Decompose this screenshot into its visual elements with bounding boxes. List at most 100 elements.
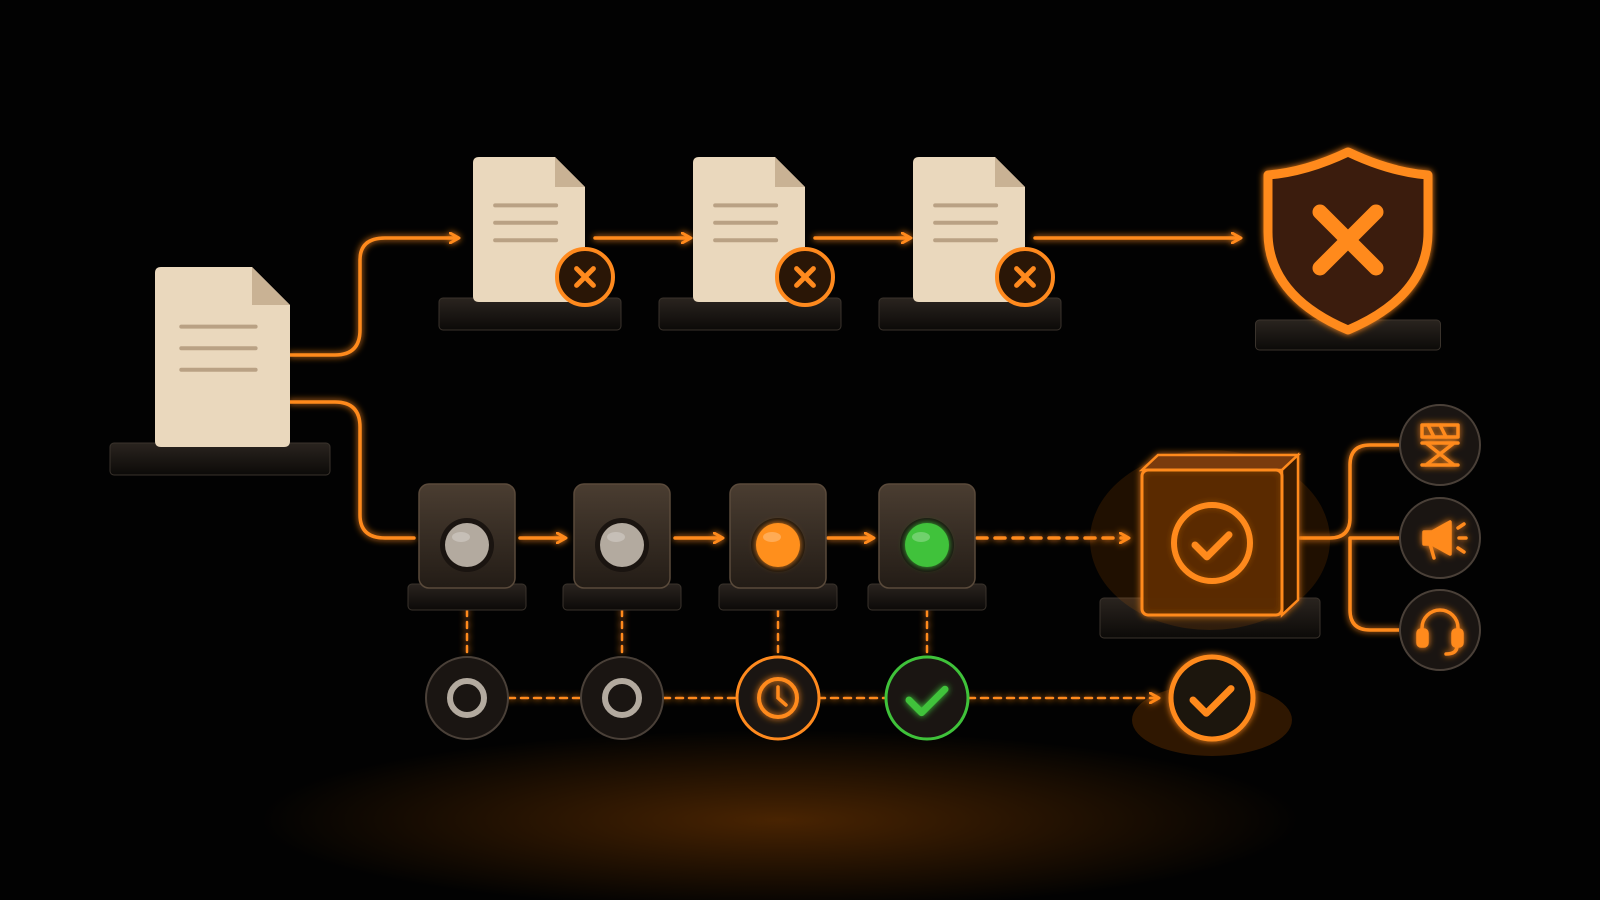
output-channel-3 — [1399, 589, 1481, 671]
x-badge — [775, 247, 835, 307]
clock-hands — [776, 685, 788, 707]
document-icon — [155, 267, 290, 447]
stage-block-2 — [562, 483, 682, 611]
document-body — [155, 267, 290, 447]
status-indicator-3 — [735, 655, 821, 741]
x-badge — [995, 247, 1055, 307]
document-line — [933, 203, 999, 208]
document-fold — [252, 267, 290, 305]
fanout-connector — [1298, 443, 1402, 632]
output-channel-1 — [1399, 404, 1481, 486]
stage-dot-highlight — [912, 532, 930, 542]
headset-mic — [1444, 644, 1459, 656]
status-indicator-4 — [884, 655, 970, 741]
check-icon — [1191, 531, 1233, 561]
rejected-document-3 — [878, 157, 1062, 331]
stage-block-4 — [867, 483, 987, 611]
document-line — [933, 220, 999, 225]
branch-connector-bottom — [288, 400, 416, 540]
director-chair-icon — [1420, 423, 1460, 467]
clock-face — [757, 677, 799, 719]
document-fold — [555, 157, 585, 187]
document-fold — [995, 157, 1025, 187]
document-line — [493, 203, 559, 208]
final-check-indicator — [1132, 654, 1292, 756]
headset-icon — [1416, 608, 1464, 656]
output-ring — [1399, 404, 1481, 486]
x-icon — [1312, 204, 1384, 276]
branch-connector-top — [288, 238, 458, 357]
connectors — [288, 238, 1402, 698]
cube-body — [1138, 452, 1302, 618]
pedestal — [109, 442, 331, 476]
x-icon — [794, 266, 816, 288]
output-ring — [1399, 589, 1481, 671]
megaphone-waves — [1456, 522, 1468, 554]
document-fold — [775, 157, 805, 187]
x-icon — [1014, 266, 1036, 288]
source-document — [109, 267, 331, 476]
status-indicator-ring — [884, 655, 970, 741]
shield-rejection — [1255, 147, 1441, 351]
megaphone-body — [1422, 520, 1452, 556]
stage-dot-highlight — [763, 532, 781, 542]
document-line — [713, 203, 779, 208]
clock-icon — [757, 677, 799, 719]
cube-side — [1280, 452, 1300, 618]
cube-front — [1140, 468, 1284, 617]
document-icon — [473, 157, 585, 302]
circle-icon — [447, 678, 487, 718]
document-body — [693, 157, 805, 302]
shield-x-icon — [1263, 147, 1433, 335]
document-line — [179, 346, 258, 351]
x-icon — [574, 266, 596, 288]
check-icon — [905, 685, 949, 717]
cube-top — [1138, 453, 1302, 472]
headset-ear-left — [1416, 628, 1429, 648]
stage-status-dot — [445, 523, 489, 567]
document-body — [913, 157, 1025, 302]
cube-check-ring — [1171, 502, 1253, 584]
stage-dot-highlight — [607, 532, 625, 542]
floor-glow — [260, 730, 1300, 900]
rejected-document-1 — [438, 157, 622, 331]
check-icon-group — [905, 685, 949, 717]
stage-dot-highlight — [452, 532, 470, 542]
final-check — [1168, 654, 1256, 742]
stage-block-3 — [718, 483, 838, 611]
x-badge — [555, 247, 615, 307]
stage-status-dot — [600, 523, 644, 567]
megaphone-icon — [1422, 520, 1468, 560]
approval-cube — [1090, 450, 1330, 639]
document-icon — [693, 157, 805, 302]
document-line — [493, 238, 559, 243]
headset-band — [1420, 608, 1460, 636]
document-body — [473, 157, 585, 302]
output-channel-2 — [1399, 497, 1481, 579]
document-line — [493, 220, 559, 225]
document-line — [713, 220, 779, 225]
status-indicator-1 — [425, 656, 509, 740]
check-icon — [1189, 685, 1235, 717]
circle-icon — [602, 678, 642, 718]
document-line — [713, 238, 779, 243]
status-indicator-ring — [580, 656, 664, 740]
nodes — [109, 147, 1481, 756]
chair-frame — [1420, 441, 1460, 467]
rejected-document-2 — [658, 157, 842, 331]
status-indicator-ring — [425, 656, 509, 740]
stage-block-1 — [407, 483, 527, 611]
megaphone-handle — [1428, 542, 1436, 560]
stage-status-dot — [905, 523, 949, 567]
status-indicator-2 — [580, 656, 664, 740]
document-line — [179, 367, 258, 372]
document-line — [179, 324, 258, 329]
stage-status-dot — [756, 523, 800, 567]
headset-ear-right — [1451, 628, 1464, 648]
chair-clapper — [1420, 423, 1460, 439]
document-line — [933, 238, 999, 243]
final-check-ring — [1168, 654, 1256, 742]
document-icon — [913, 157, 1025, 302]
